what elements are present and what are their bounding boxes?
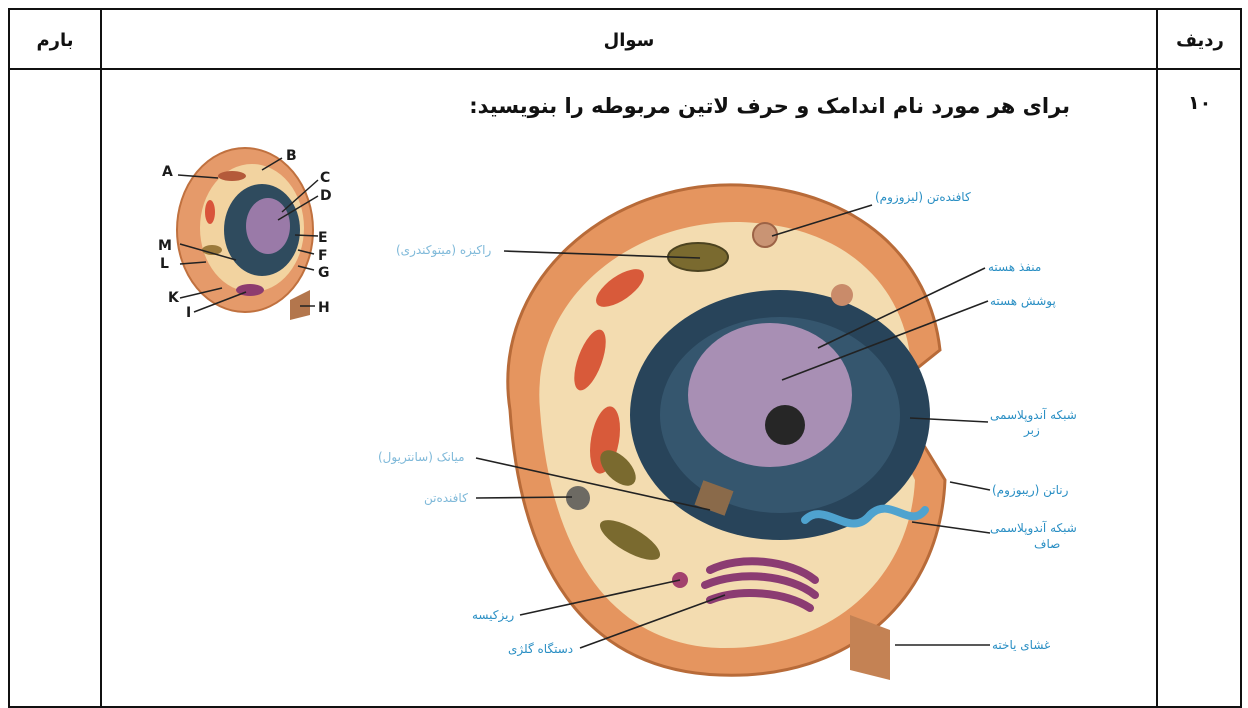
label-ribosome: رناتن (ریبوزوم) <box>992 483 1068 497</box>
label-smooth-er-line2: صاف <box>1034 537 1060 551</box>
label-lysosome: کافندەتن (لیزوزوم) <box>875 190 971 204</box>
label-smooth-er-line1: شبکه آندوپلاسمی <box>990 521 1077 535</box>
label-centriole: میانک (سانتریول) <box>378 450 465 464</box>
label-rough-er-line1: شبکه آندوپلاسمی <box>990 408 1077 422</box>
label-nuclear-envelope: پوشش هسته <box>990 294 1056 308</box>
label-mitochondria: راکیزه (میتوکندری) <box>396 243 491 257</box>
label-vesicle: ریزکیسه <box>472 608 514 622</box>
label-golgi: دستگاه گلژی <box>508 642 573 656</box>
label-rough-er-line2: زبر <box>1024 423 1040 437</box>
label-lysosome-2: کافندەتن <box>424 491 468 505</box>
label-membrane: غشای یاخته <box>992 638 1050 652</box>
label-nuclear-pore: منفذ هسته <box>988 260 1041 274</box>
